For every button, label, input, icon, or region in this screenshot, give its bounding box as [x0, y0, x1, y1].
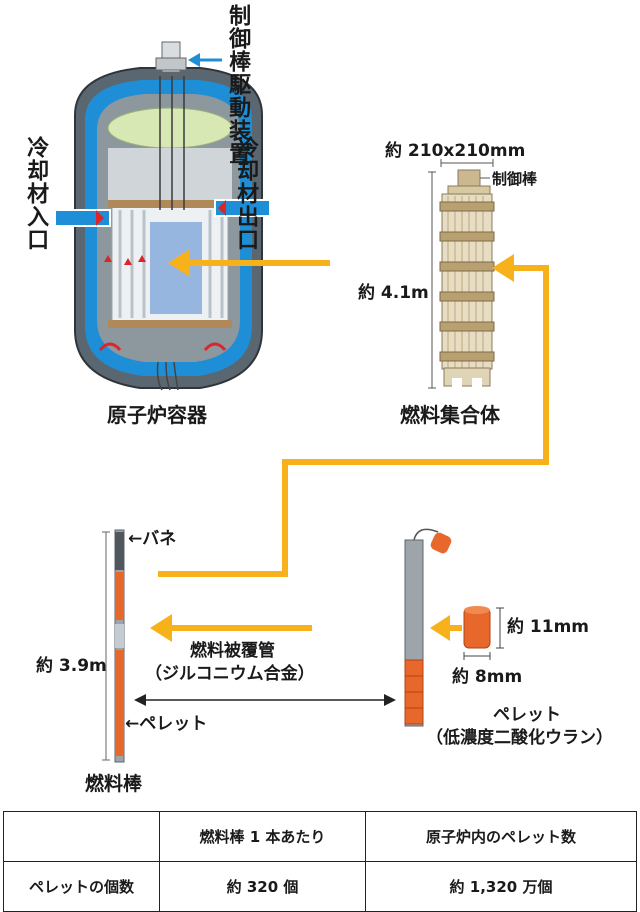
- table-header-cell: 燃料棒 1 本あたり: [159, 811, 366, 862]
- table-row: ペレットの個数 約 320 個 約 1,320 万個: [3, 861, 637, 912]
- table-header-row: 燃料棒 1 本あたり 原子炉内のペレット数: [3, 811, 637, 862]
- assembly-size-label: 約 210x210mm: [385, 141, 526, 161]
- pellet-diameter-label: 約 8mm: [452, 667, 523, 687]
- coolant-outlet-label: 冷却材出口: [233, 136, 259, 251]
- cladding-material-label: （ジルコニウム合金）: [145, 664, 315, 684]
- pellet-label: ペレット: [493, 705, 561, 725]
- table-header-cell: [3, 811, 160, 862]
- flow-arrowheads: [150, 249, 514, 642]
- coolant-inlet-label: 冷却材入口: [23, 136, 49, 251]
- spring-label: ←バネ: [128, 529, 177, 549]
- link-double-arrow: [134, 694, 396, 706]
- fuel-rod-illustration: [102, 529, 125, 763]
- table-header-cell: 原子炉内のペレット数: [365, 811, 637, 862]
- pellet-material-label: （低濃度二酸化ウラン）: [426, 728, 613, 748]
- control-rod-drive-label: 制御棒駆動装置: [225, 4, 251, 165]
- fuel-assembly-illustration: [428, 159, 495, 390]
- fuel-rod-label: 燃料棒: [85, 773, 143, 795]
- pellet-pointer-label: ←ペレット: [125, 714, 208, 734]
- table-cell: 約 320 個: [159, 861, 366, 912]
- table-row-label: ペレットの個数: [3, 861, 160, 912]
- drive-pointer-arrow: [188, 53, 222, 67]
- cladding-label: 燃料被覆管: [190, 641, 275, 661]
- pellet-count-table: 燃料棒 1 本あたり 原子炉内のペレット数 ペレットの個数 約 320 個 約 …: [3, 811, 637, 912]
- reactor-vessel-illustration: [54, 41, 271, 391]
- pellet-illustration: [463, 606, 504, 660]
- rod-length-label: 約 3.9m: [36, 656, 107, 676]
- fuel-assembly-label: 燃料集合体: [400, 403, 500, 427]
- pellet-stack-illustration: [404, 528, 452, 727]
- assembly-height-label: 約 4.1m: [358, 283, 429, 303]
- pellet-height-label: 約 11mm: [507, 617, 590, 637]
- table-cell: 約 1,320 万個: [365, 861, 637, 912]
- assembly-control-rod-label: 制御棒: [492, 170, 538, 188]
- reactor-vessel-label: 原子炉容器: [107, 403, 207, 427]
- flow-arrows: [158, 260, 549, 631]
